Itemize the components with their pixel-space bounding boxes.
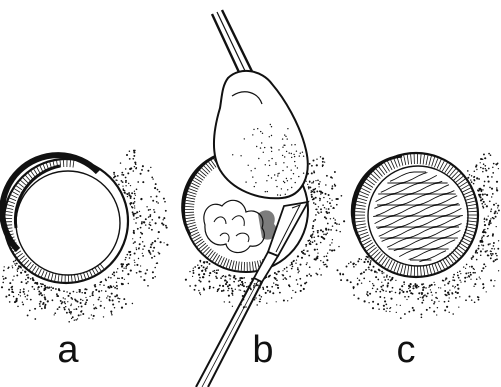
panel-label-a: a — [48, 328, 88, 372]
tissue-flap — [214, 71, 308, 198]
panel-label-c: c — [386, 328, 426, 372]
panel-a-drawing — [1, 150, 169, 323]
panel-label-b: b — [243, 328, 283, 372]
panel-c-well — [352, 153, 478, 277]
panel-a-well — [2, 155, 128, 283]
panel-c-drawing — [337, 153, 500, 319]
